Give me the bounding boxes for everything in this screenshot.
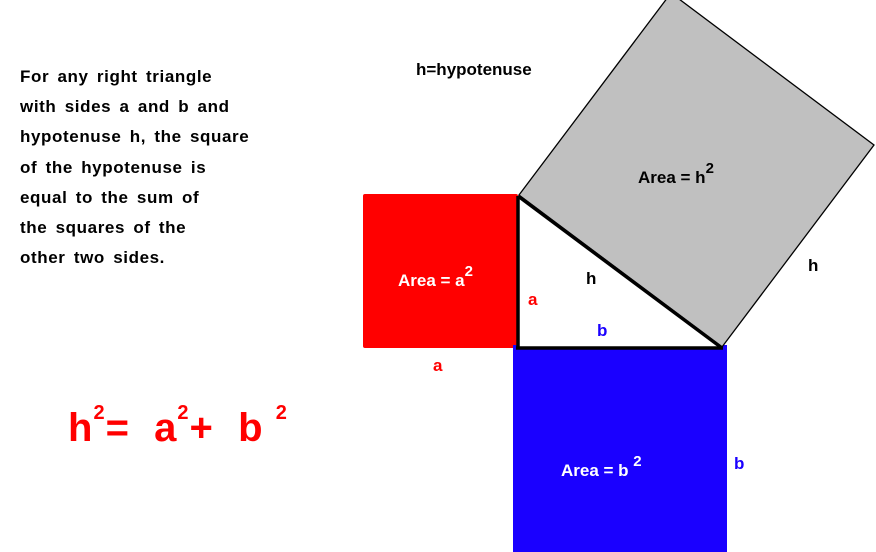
- square-a-area-exponent: 2: [464, 263, 473, 280]
- formula-b: b: [238, 406, 264, 450]
- square-b-area-text: Area = b: [561, 461, 629, 480]
- theorem-description: For any right triangle with sides a and …: [20, 62, 340, 273]
- description-line: equal to the sum of: [20, 187, 200, 207]
- square-a-side-label: a: [433, 356, 443, 375]
- triangle-side-b-label: b: [597, 321, 608, 340]
- triangle-hypotenuse-label: h: [586, 269, 597, 288]
- formula-h: h: [68, 406, 94, 450]
- square-a: [363, 194, 518, 348]
- square-h-side-label: h: [808, 256, 819, 275]
- description-line: of the hypotenuse is: [20, 157, 207, 177]
- formula-equals: =: [105, 406, 130, 450]
- description-line: hypotenuse h, the square: [20, 127, 250, 147]
- pythagorean-formula: h2= a2+ b 2: [68, 402, 288, 451]
- description-line: other two sides.: [20, 248, 166, 268]
- square-h-area-text: Area = h: [638, 168, 706, 187]
- square-a-area-text: Area = a: [398, 271, 465, 290]
- hypotenuse-note: h=hypotenuse: [416, 60, 532, 79]
- description-line: with sides a and b and: [20, 97, 230, 117]
- square-a-area-label: Area = a2: [398, 263, 473, 291]
- triangle-hypotenuse: [516, 194, 724, 350]
- square-b-area-label: Area = b 2: [561, 453, 642, 481]
- square-h-area-label: Area = h2: [638, 160, 714, 188]
- triangle-side-a-label: a: [528, 290, 538, 309]
- square-b-area-exponent: 2: [633, 453, 642, 470]
- square-h-area-exponent: 2: [705, 160, 714, 177]
- formula-b-exponent: 2: [275, 402, 288, 424]
- formula-plus: +: [189, 406, 214, 450]
- formula-h-exponent: 2: [93, 402, 106, 424]
- formula-a-exponent: 2: [177, 402, 190, 424]
- description-line: For any right triangle: [20, 67, 213, 86]
- square-b-side-label: b: [734, 454, 745, 473]
- formula-a: a: [154, 406, 178, 450]
- description-line: the squares of the: [20, 218, 187, 238]
- square-b: [513, 345, 727, 552]
